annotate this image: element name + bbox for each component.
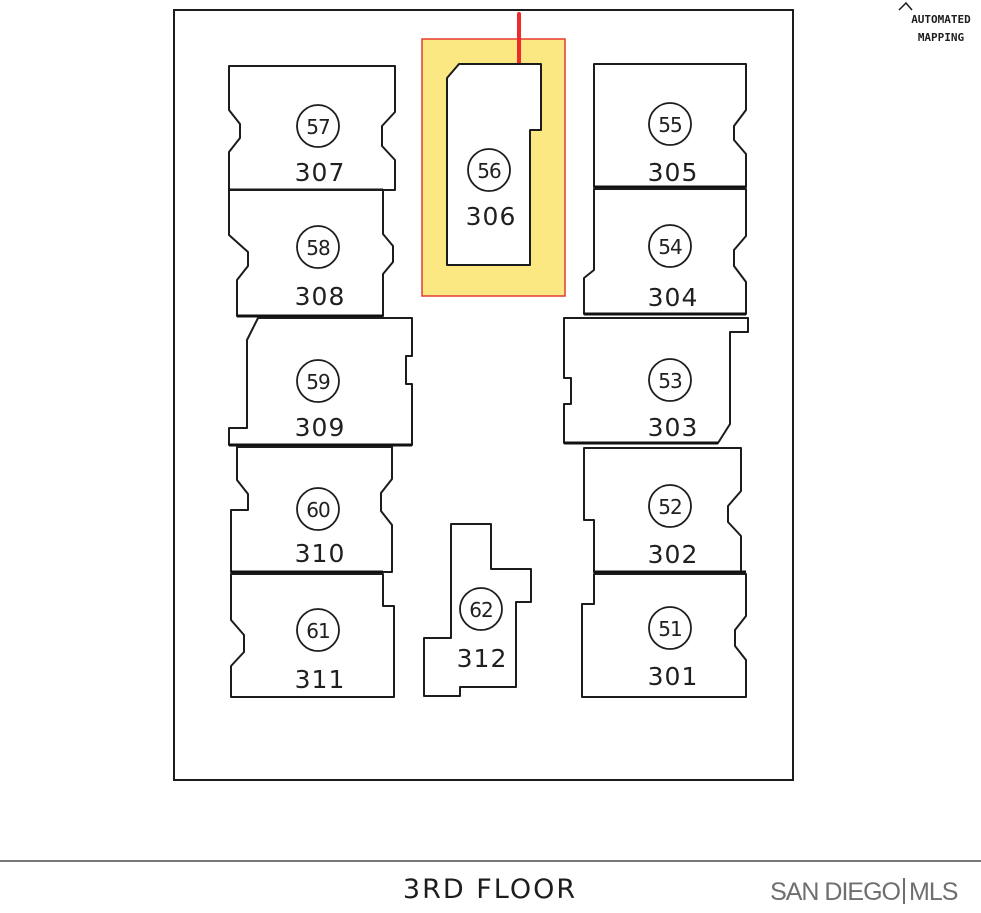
- unit-301: 51 301: [581, 573, 747, 698]
- parcel-circle: [296, 359, 340, 403]
- parcel-circle: [296, 104, 340, 148]
- unit-304: 54 304: [583, 188, 747, 316]
- parcel-number: 58: [306, 236, 330, 260]
- left-unit-column: 57 307 58 308 59 309 60 310 61: [228, 65, 413, 698]
- parcel-circle: [296, 608, 340, 652]
- parcel-number: 59: [306, 370, 330, 394]
- parcel-number: 62: [469, 598, 492, 622]
- floor-label: 3RD FLOOR: [403, 874, 577, 905]
- unit-number: 303: [648, 413, 699, 442]
- parcel-circle: [648, 358, 692, 402]
- unit-number: 302: [648, 540, 699, 569]
- unit-306: 56 306: [446, 63, 542, 266]
- building-outline: [173, 9, 794, 781]
- parcel-circle: [296, 487, 340, 531]
- stamp-line-2: MAPPING: [918, 31, 965, 44]
- unit-311: 61 311: [230, 573, 395, 698]
- stamp-line-1: AUTOMATED: [911, 13, 971, 26]
- stamp-corner-mark: [898, 1, 913, 11]
- unit-number: 308: [295, 282, 346, 311]
- brand-mark: SAN DIEGO MLS: [770, 878, 959, 906]
- parcel-circle: [467, 148, 511, 192]
- parcel-number: 57: [306, 115, 330, 139]
- parcel-circle: [459, 587, 503, 631]
- unit-305: 55 305: [593, 63, 747, 189]
- unit-number: 309: [295, 413, 346, 442]
- brand-left: SAN DIEGO: [770, 878, 900, 906]
- unit-number: 310: [295, 539, 346, 568]
- parcel-number: 56: [477, 159, 501, 183]
- unit-308: 58 308: [228, 189, 394, 318]
- unit-312: 62 312: [423, 523, 532, 697]
- parcel-circle: [648, 224, 692, 268]
- unit-number: 312: [457, 644, 508, 673]
- unit-303: 53 303: [563, 317, 749, 445]
- automated-mapping-stamp: AUTOMATED MAPPING: [898, 1, 971, 44]
- unit-number: 301: [648, 662, 699, 691]
- right-unit-column: 55 305 54 304 53 303 52 302 51: [563, 63, 749, 698]
- parcel-circle: [648, 484, 692, 528]
- unit-number: 304: [648, 283, 699, 312]
- unit-number: 305: [648, 158, 699, 187]
- parcel-number: 55: [658, 113, 681, 137]
- parcel-number: 60: [306, 498, 330, 522]
- parcel-number: 53: [658, 369, 682, 393]
- parcel-number: 51: [658, 617, 681, 641]
- unit-307: 57 307: [228, 65, 396, 192]
- parcel-circle: [648, 102, 692, 146]
- parcel-circle: [648, 606, 692, 650]
- unit-number: 311: [295, 665, 346, 694]
- unit-number: 306: [466, 202, 517, 231]
- unit-309: 59 309: [228, 317, 413, 447]
- parcel-number: 61: [306, 619, 329, 643]
- brand-right: MLS: [909, 878, 958, 906]
- unit-302: 52 302: [583, 447, 746, 574]
- parcel-circle: [296, 225, 340, 269]
- parcel-number: 52: [658, 495, 681, 519]
- parcel-number: 54: [658, 235, 682, 259]
- unit-310: 60 310: [230, 446, 393, 574]
- unit-number: 307: [295, 158, 346, 187]
